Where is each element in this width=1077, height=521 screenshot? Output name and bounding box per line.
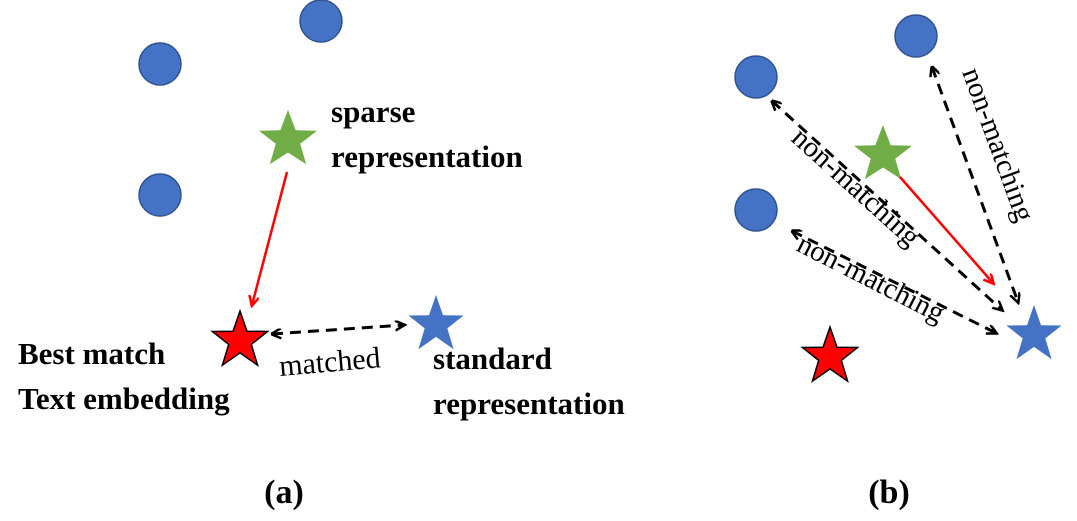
data-point-a3 — [138, 173, 182, 217]
matched-edge — [272, 325, 404, 334]
non-matching-edge-label-3: non-matching — [955, 63, 1040, 225]
best-match-star-icon-b — [800, 324, 860, 384]
standard-label-line1: standard — [433, 341, 552, 376]
data-point-b2 — [734, 55, 778, 99]
panel-b-caption: (b) — [868, 474, 910, 511]
sparse-label-line1: sparse — [331, 94, 415, 129]
panel-a: matched sparse representation Best match… — [18, 0, 625, 511]
best-match-label-line1: Best match — [18, 336, 165, 371]
matched-edge-label: matched — [278, 341, 382, 383]
data-point-a1 — [299, 0, 343, 43]
sparse-to-best-arrow — [252, 171, 289, 305]
data-point-b1 — [894, 14, 938, 58]
standard-star-icon-b — [1006, 305, 1062, 360]
non-matching-edge-2 — [792, 231, 996, 333]
sparse-label-line2: representation — [331, 139, 523, 174]
data-point-b3 — [734, 188, 778, 232]
sparse-star-icon — [259, 110, 317, 165]
non-matching-edge-3 — [932, 67, 1018, 302]
standard-label-line2: representation — [433, 386, 625, 421]
data-point-a2 — [138, 42, 182, 86]
panel-a-caption: (a) — [264, 474, 304, 511]
best-match-label-line2: Text embedding — [18, 381, 230, 416]
standard-star-icon — [408, 295, 464, 350]
non-matching-edge-label-2: non-matching — [792, 228, 950, 330]
panel-b: non-matching non-matching non-matching (… — [734, 14, 1062, 511]
best-match-star-icon — [210, 308, 270, 368]
